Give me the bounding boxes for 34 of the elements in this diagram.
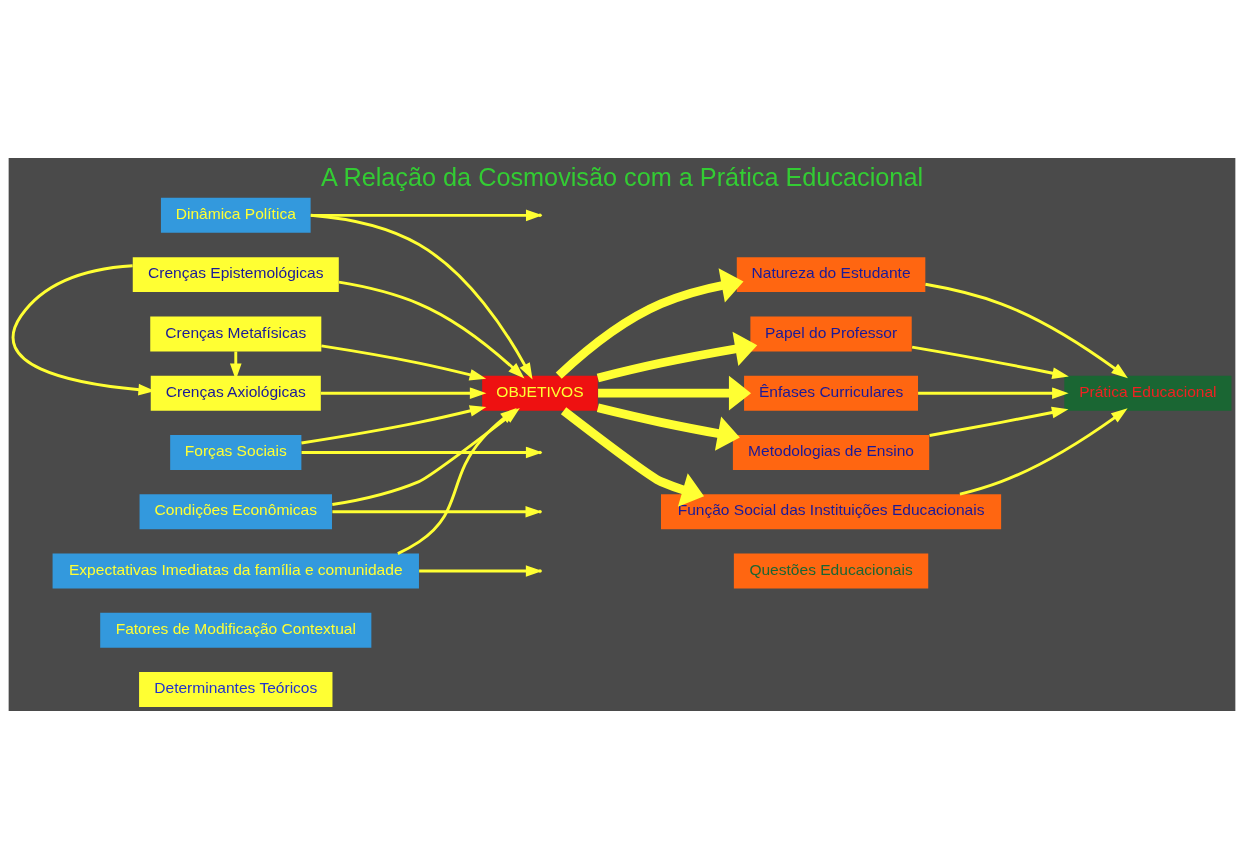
arrow	[959, 407, 1128, 496]
arrow	[918, 386, 1069, 399]
node-box: Natureza do Estudante	[736, 256, 926, 292]
arrow	[320, 386, 487, 399]
arrow	[911, 345, 1069, 379]
node-box: Condições Econômicas	[139, 493, 332, 529]
node-box: Determinantes Teóricos	[139, 671, 333, 707]
arrow	[596, 403, 740, 451]
arrow	[338, 280, 525, 379]
node-box: Crenças Metafísicas	[150, 315, 322, 351]
node-box: Crenças Axiológicas	[150, 375, 321, 411]
node-box: Questões Educacionais	[733, 553, 929, 589]
node-box: Prática Educacional	[1064, 375, 1232, 411]
node-box: Expectativas Imediatas da família e comunidade	[52, 553, 419, 589]
node-box: OBJETIVOS	[482, 375, 598, 411]
arrow	[310, 213, 533, 380]
arrow	[598, 375, 752, 411]
arrow	[560, 406, 705, 507]
node-box: Função Social das Instituições Educacionais	[660, 493, 1002, 529]
node-box: Dinâmica Política	[160, 197, 311, 233]
arrow	[929, 406, 1069, 437]
arrow	[321, 343, 487, 380]
arrow	[555, 267, 744, 379]
arrow	[301, 404, 487, 444]
diagram-title: A Relação da Cosmovisão com a Prática Educacional	[320, 162, 924, 191]
arrow	[596, 331, 758, 382]
arrow	[925, 282, 1128, 378]
node-box: Metodologias de Ensino	[732, 434, 930, 470]
node-box: Papel do Professor	[750, 315, 912, 351]
node-box: Fatores de Modificação Contextual	[100, 612, 372, 648]
node-box: Ênfases Curriculares	[744, 375, 919, 411]
arrow	[397, 407, 517, 555]
node-box: Crenças Epistemológicas	[132, 256, 339, 292]
node-box: Forças Sociais	[170, 434, 302, 470]
